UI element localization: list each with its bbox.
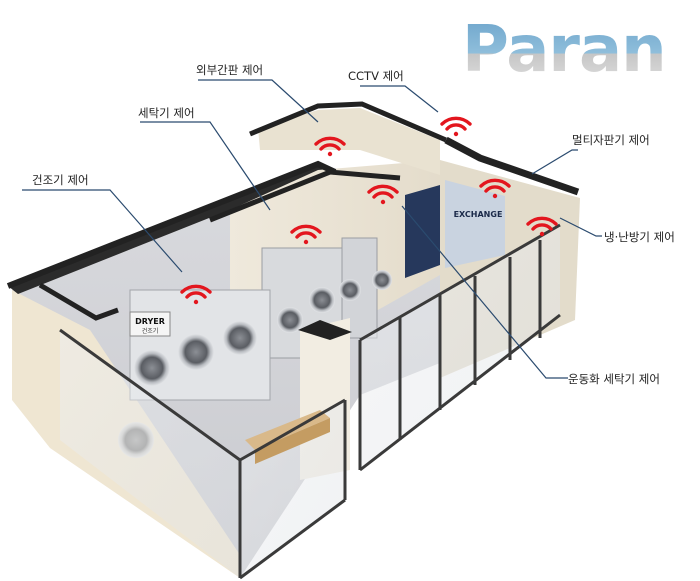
mullions <box>59 223 561 580</box>
wifi-icon <box>479 178 511 199</box>
blue-door <box>405 185 440 278</box>
wifi-icon <box>180 284 212 305</box>
leader-cctv <box>360 85 439 113</box>
wifi-icon <box>440 116 472 137</box>
brand-logo: Paran <box>462 13 667 87</box>
label-signboard-control: 외부간판 제어 <box>196 63 264 77</box>
wifi-icon <box>314 136 346 157</box>
left-wall-top <box>8 164 330 294</box>
glass-front-left <box>60 330 240 578</box>
leader-vending <box>531 149 578 175</box>
dryer-sign-board <box>129 311 171 337</box>
upper-room-wall <box>258 108 440 175</box>
label-dryer-control: 건조기 제어 <box>32 173 89 187</box>
washer-drum <box>339 279 361 301</box>
wall-outline-4 <box>209 169 401 223</box>
wifi-icon <box>526 216 558 237</box>
washer-drum <box>309 287 335 313</box>
leader-washer <box>140 121 271 211</box>
wifi-icon <box>367 184 399 205</box>
washer-drum <box>277 307 303 333</box>
wall-outline-1 <box>6 160 337 289</box>
bench-front <box>255 418 330 464</box>
wall-outline-2 <box>249 101 447 143</box>
leader-shoe-washer <box>401 205 568 379</box>
dryer-drum <box>134 350 170 386</box>
glass-front-main <box>240 400 345 578</box>
leader-dryer <box>22 189 183 273</box>
label-washer-control: 세탁기 제어 <box>138 106 195 120</box>
dryer-drum <box>178 334 214 370</box>
dryer-sign-sub: 건조기 <box>142 327 159 335</box>
dryer-sign: DRYER <box>135 317 165 326</box>
leader-signboard <box>198 79 319 123</box>
leader-lines <box>22 79 602 379</box>
partition-top <box>298 320 352 340</box>
wall-outline-5 <box>38 282 119 321</box>
label-hvac-control: 냉·난방기 제어 <box>604 230 675 244</box>
label-cctv-control: CCTV 제어 <box>348 69 404 83</box>
wifi-icons <box>180 116 558 305</box>
label-shoe-washer-control: 운동화 세탁기 제어 <box>568 372 660 386</box>
label-vending-control: 멀티자판기 제어 <box>572 133 650 147</box>
leader-hvac <box>559 217 602 237</box>
dryer-bank: DRYER 건조기 <box>118 289 271 458</box>
wifi-icon <box>290 224 322 245</box>
wall-outline-3 <box>444 136 580 196</box>
exchange-sign: EXCHANGE <box>454 210 503 219</box>
notice-board <box>445 180 505 268</box>
washer-drum <box>372 270 392 290</box>
dryer-drum <box>223 321 257 355</box>
